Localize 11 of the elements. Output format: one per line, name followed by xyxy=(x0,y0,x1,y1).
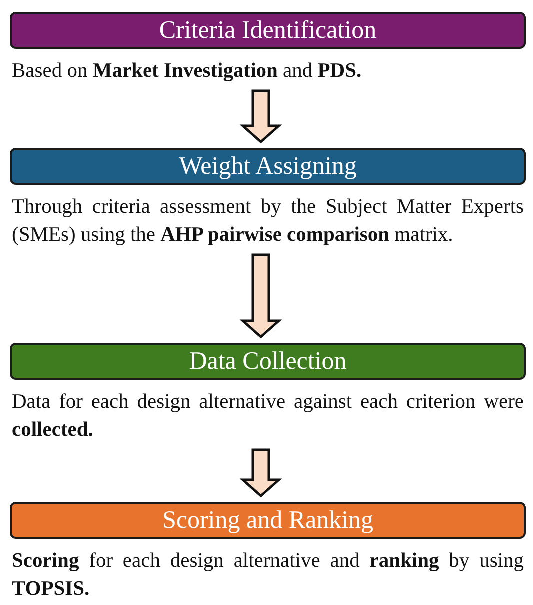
stage-title-bar: Criteria Identification xyxy=(10,12,526,49)
block-arrow xyxy=(240,448,282,498)
stage-title-bar: Data Collection xyxy=(10,343,526,380)
stage-title-bar: Weight Assigning xyxy=(10,148,526,185)
stage-description: Scoring for each design alternative and ranking by using TOPSIS. xyxy=(12,549,524,602)
stage-description: Through criteria assessment by the Subject Matter Experts (SMEs) using the AHP pairwise comparison matrix. xyxy=(12,195,524,248)
block-arrow xyxy=(240,254,282,339)
stage-title-bar: Scoring and Ranking xyxy=(10,502,526,539)
stage-description: Based on Market Investigation and PDS. xyxy=(12,59,363,84)
block-arrow xyxy=(240,90,282,144)
stage-description: Data for each design alternative against each criterion were collected. xyxy=(12,390,524,443)
